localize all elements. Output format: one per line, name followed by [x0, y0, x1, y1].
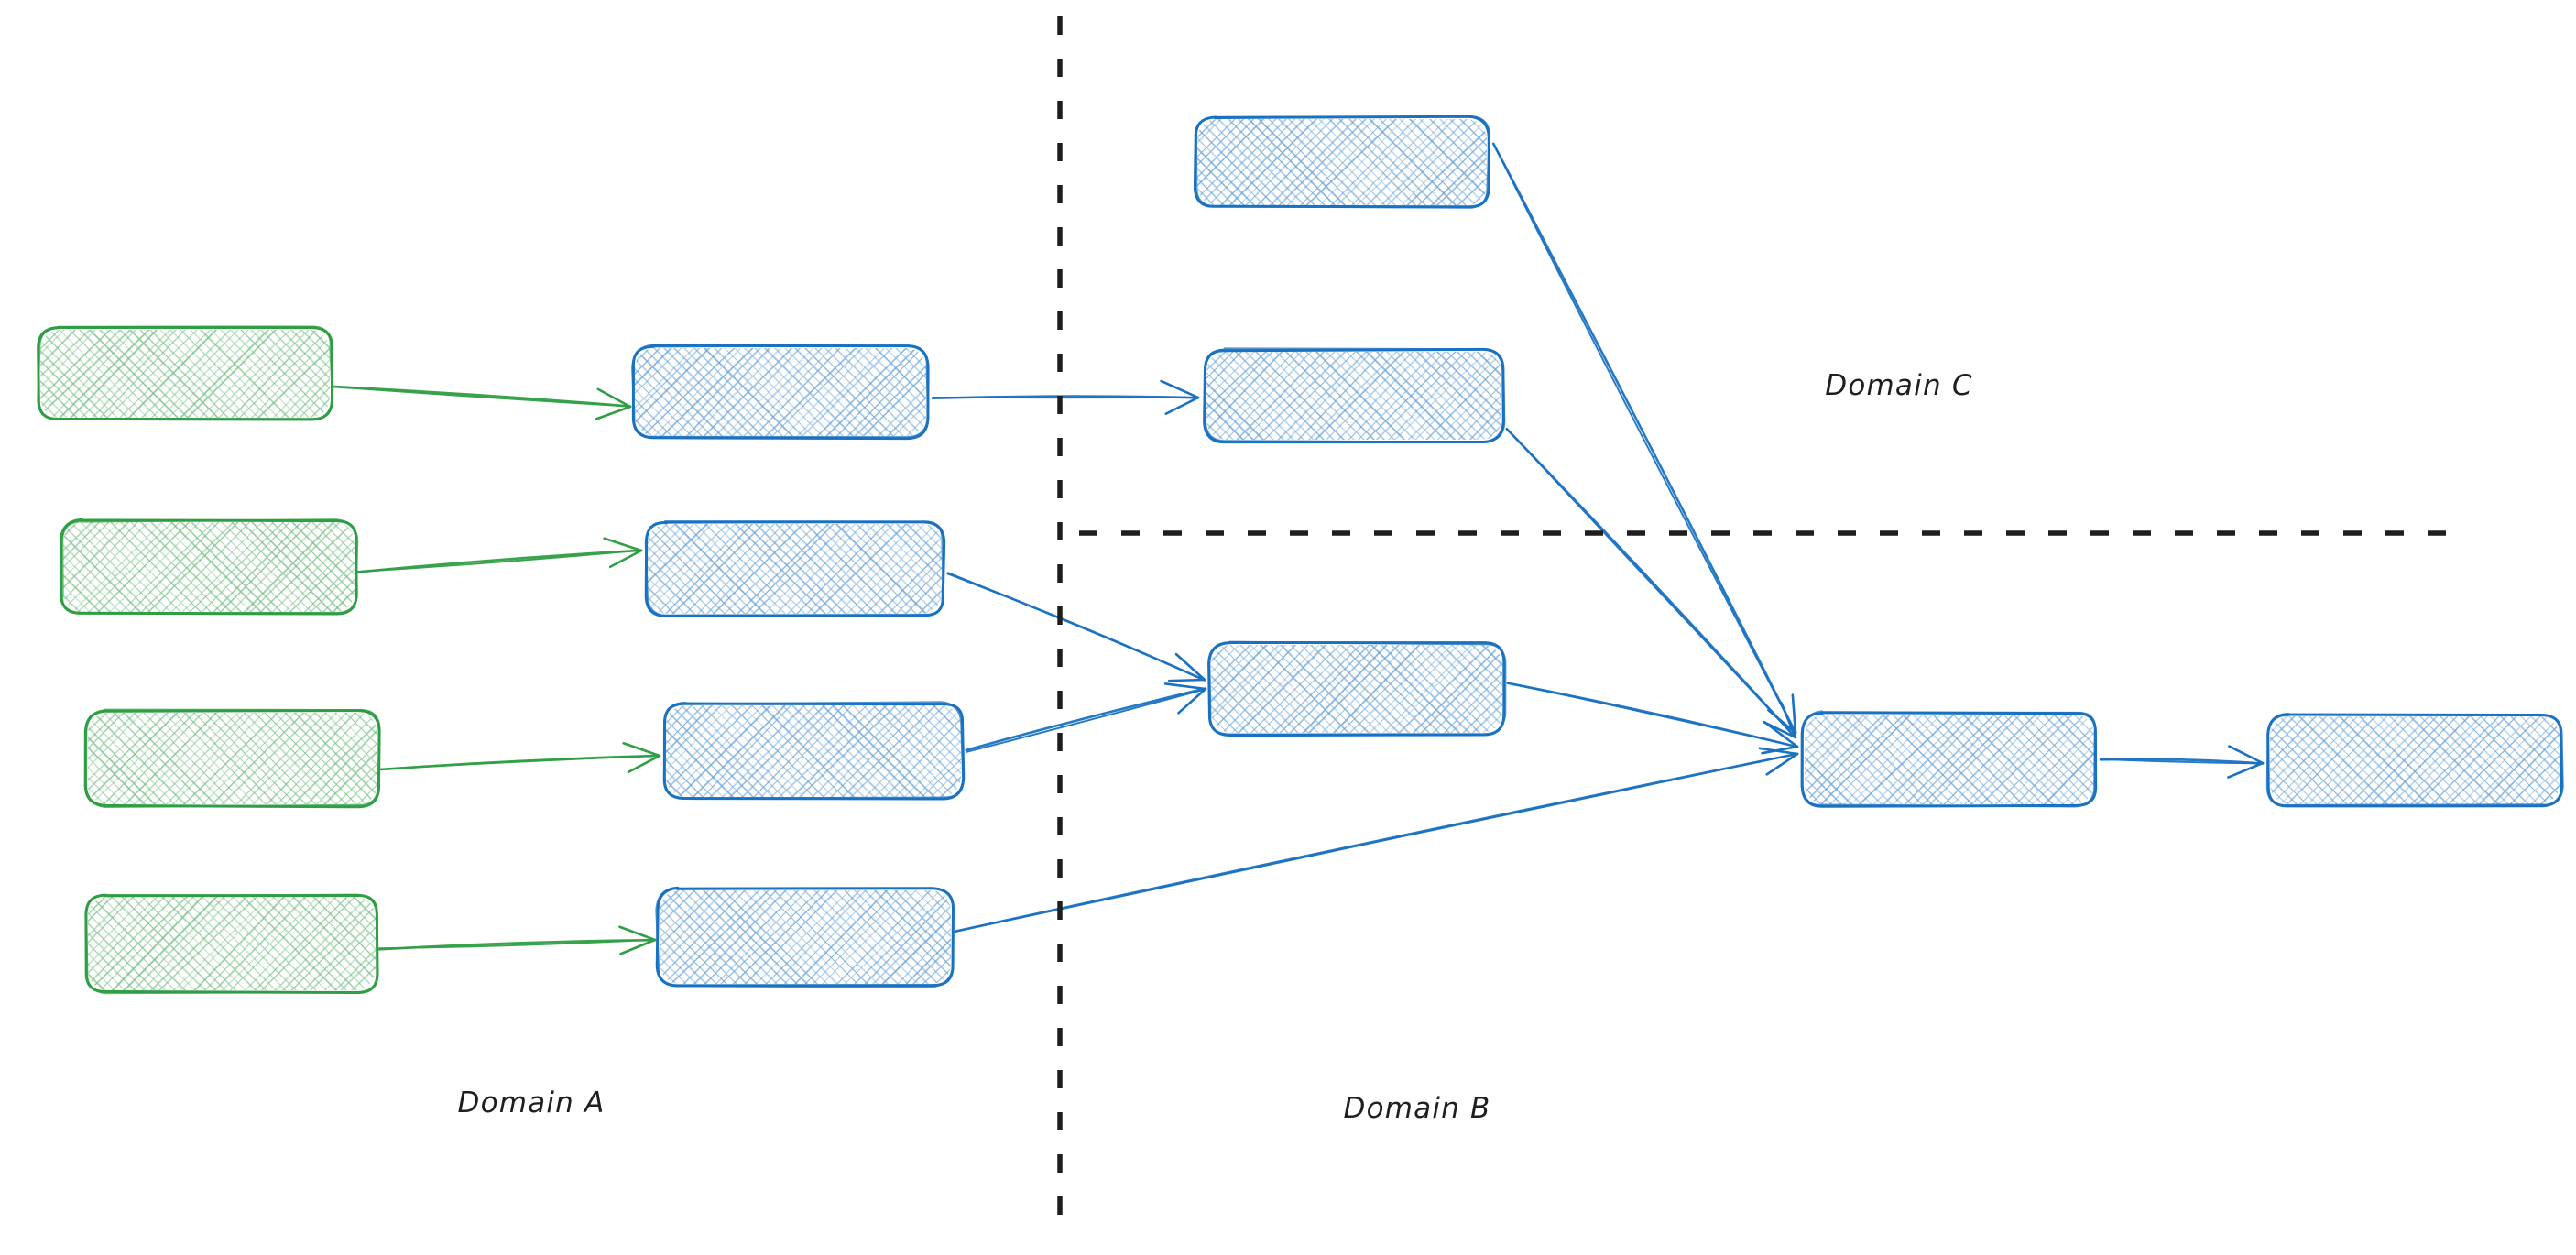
node-b3[interactable]	[567, 701, 1147, 801]
node-hit-hub[interactable]	[1803, 713, 2096, 806]
edge-b1-to-c2[interactable]	[931, 379, 1200, 415]
node-c3[interactable]	[1116, 640, 1684, 737]
edge-c2-to-hub[interactable]	[1505, 427, 1797, 739]
edge-a2-to-b2[interactable]	[355, 537, 643, 573]
node-a2[interactable]	[0, 518, 536, 616]
node-b1[interactable]	[540, 344, 1108, 441]
edge-a4-to-b4[interactable]	[377, 925, 657, 955]
edge-a1-to-b1[interactable]	[330, 385, 632, 420]
edge-hub-to-out[interactable]	[2099, 745, 2265, 779]
edge-c1-to-hub[interactable]	[1491, 142, 1797, 735]
node-hub[interactable]	[1708, 710, 2276, 808]
label-domain-a: Domain A	[457, 1086, 606, 1119]
node-hit-a3[interactable]	[86, 711, 379, 806]
node-out[interactable]	[2175, 713, 2576, 808]
node-a1[interactable]	[0, 325, 513, 421]
node-a4[interactable]	[0, 893, 571, 995]
node-hit-c3[interactable]	[1209, 643, 1504, 735]
node-hit-b2[interactable]	[646, 522, 944, 616]
node-hit-c2[interactable]	[1205, 350, 1503, 442]
node-a3[interactable]	[0, 708, 561, 809]
node-hit-b3[interactable]	[664, 704, 963, 799]
node-b4[interactable]	[559, 886, 1141, 988]
label-domain-b: Domain B	[1343, 1092, 1491, 1125]
node-hit-c1[interactable]	[1195, 117, 1489, 207]
node-hit-a4[interactable]	[86, 895, 377, 992]
node-hit-out[interactable]	[2268, 715, 2561, 806]
node-b2[interactable]	[551, 520, 1130, 617]
node-hit-b4[interactable]	[658, 889, 953, 986]
node-c1[interactable]	[1104, 115, 1659, 209]
edge-b4-to-hub[interactable]	[954, 747, 1799, 933]
node-c2[interactable]	[1111, 347, 1678, 444]
edge-b3-to-c3[interactable]	[965, 682, 1207, 753]
edge-b2-to-c3[interactable]	[946, 572, 1206, 682]
node-hit-b1[interactable]	[633, 346, 928, 438]
edge-c3-to-hub[interactable]	[1506, 682, 1799, 755]
edge-a3-to-b3[interactable]	[379, 741, 661, 774]
node-hit-a1[interactable]	[38, 328, 332, 420]
label-domain-c: Domain C	[1825, 369, 1973, 402]
node-hit-a2[interactable]	[61, 520, 356, 614]
